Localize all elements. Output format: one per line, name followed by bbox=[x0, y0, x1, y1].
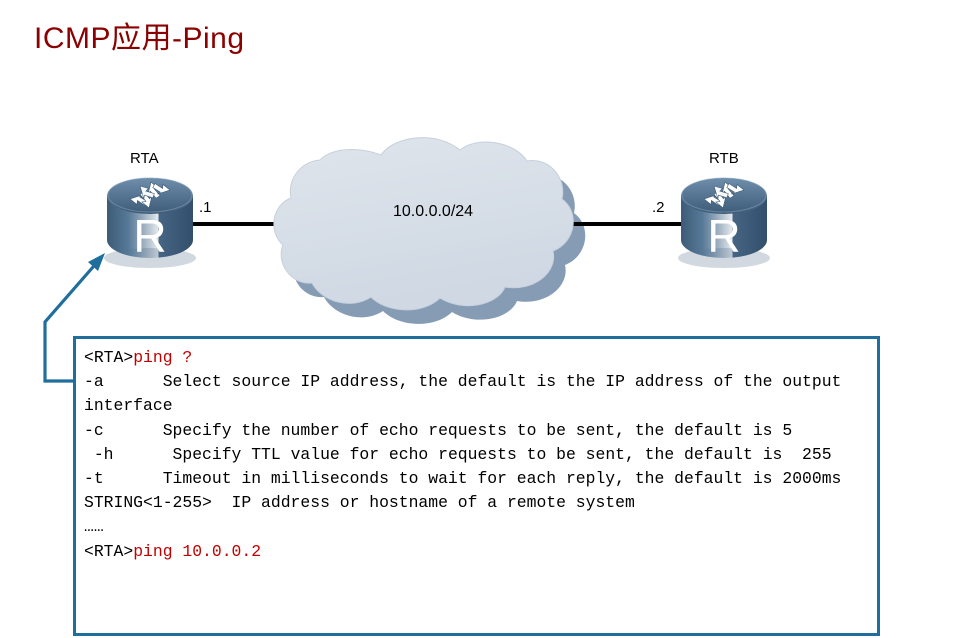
cli-output-text: <RTA>ping ? -a Select source IP address,… bbox=[84, 346, 873, 564]
cli-output-box: <RTA>ping ? -a Select source IP address,… bbox=[73, 336, 880, 636]
network-cloud-icon bbox=[273, 137, 574, 311]
router-letter-r: R bbox=[133, 210, 166, 262]
cli-command: ping ? bbox=[133, 348, 193, 367]
cli-prompt: <RTA> bbox=[84, 541, 134, 561]
cli-prompt: <RTA> bbox=[84, 348, 134, 367]
cli-line: -h Specify TTL value for echo requests t… bbox=[84, 444, 832, 464]
cli-line: …… bbox=[84, 517, 104, 537]
router-letter-r: R bbox=[707, 210, 740, 262]
router-label-rta: RTA bbox=[130, 150, 159, 167]
cli-command: ping 10.0.0.2 bbox=[133, 541, 262, 561]
interface-label-rtb: .2 bbox=[652, 199, 665, 216]
cli-line: -t Timeout in milliseconds to wait for e… bbox=[84, 469, 842, 489]
cloud-subnet-label: 10.0.0.0/24 bbox=[393, 203, 474, 220]
router-rtb: R bbox=[678, 177, 770, 268]
router-rta: R bbox=[104, 177, 196, 268]
cli-line: STRING<1-255> IP address or hostname of … bbox=[84, 493, 635, 513]
router-label-rtb: RTB bbox=[709, 150, 739, 167]
router-arrows-icon bbox=[703, 181, 745, 209]
cli-line: -a Select source IP address, the default… bbox=[84, 372, 852, 416]
cli-line: -c Specify the number of echo requests t… bbox=[84, 420, 793, 440]
network-cloud-shadow bbox=[285, 151, 586, 324]
page-title: ICMP应用-Ping bbox=[34, 22, 245, 55]
router-arrows-icon bbox=[129, 181, 171, 209]
interface-label-rta: .1 bbox=[199, 199, 212, 216]
